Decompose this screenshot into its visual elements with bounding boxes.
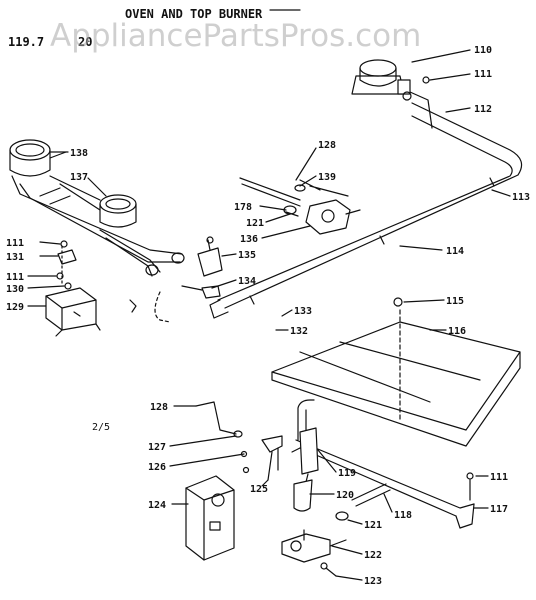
nut-121-upper <box>283 205 299 217</box>
callout-134: 134 <box>238 276 256 287</box>
dashed-lead-left <box>154 291 171 323</box>
callout-111-top: 111 <box>474 69 492 80</box>
callout-126: 126 <box>148 462 166 473</box>
callout-116: 116 <box>448 326 466 337</box>
oven-valve-136 <box>305 199 361 235</box>
burner-tubes <box>11 175 185 277</box>
callout-111-left-b: 111 <box>6 272 24 283</box>
callout-128-lower: 128 <box>150 402 168 413</box>
callout-121-lower: 121 <box>364 520 382 531</box>
callout-132: 132 <box>290 326 308 337</box>
callout-178: 178 <box>234 202 252 213</box>
callout-122: 122 <box>364 550 382 561</box>
callout-118: 118 <box>394 510 412 521</box>
callout-111-right: 111 <box>490 472 508 483</box>
model-suffix: 20 <box>78 35 92 49</box>
callout-121-upper: 121 <box>246 218 264 229</box>
rod-128 <box>195 401 243 438</box>
callout-111-left-a: 111 <box>6 238 24 249</box>
callout-115: 115 <box>446 296 464 307</box>
nut-121-lower <box>335 511 349 521</box>
tube-128 <box>239 177 349 207</box>
flame-spreader-120 <box>293 479 313 512</box>
callout-138: 138 <box>70 148 88 159</box>
callout-110: 110 <box>474 45 492 56</box>
screws-left <box>56 240 72 290</box>
callout-139: 139 <box>318 172 336 183</box>
callout-120: 120 <box>336 490 354 501</box>
callout-125: 125 <box>250 484 268 495</box>
switch-135 <box>197 236 223 277</box>
fitting-139 <box>294 184 306 192</box>
burner-bracket-129 <box>45 287 101 337</box>
valve-122 <box>281 529 347 563</box>
screw-123 <box>320 562 337 577</box>
callout-128-upper: 128 <box>318 140 336 151</box>
callout-119: 119 <box>338 468 356 479</box>
wire-clip <box>129 299 137 313</box>
pressure-regulator <box>351 59 412 101</box>
clip-131 <box>57 249 77 265</box>
watermark: AppliancePartsPros.com <box>50 18 421 54</box>
model-number: 119.7 <box>8 35 44 49</box>
bracket-124 <box>185 475 235 561</box>
diagram-title: OVEN AND TOP BURNER <box>125 7 263 21</box>
callout-114: 114 <box>446 246 464 257</box>
screw-111-top <box>422 73 471 84</box>
rear-burner-138 <box>9 139 67 177</box>
screw-111-right <box>466 472 474 501</box>
oven-burner-baffle-116 <box>271 309 521 447</box>
bracket-134 <box>181 285 221 299</box>
callout-135: 135 <box>238 250 256 261</box>
callout-136: 136 <box>240 234 258 245</box>
page-mark: 2/5 <box>92 422 110 433</box>
callout-124: 124 <box>148 500 166 511</box>
callout-133: 133 <box>294 306 312 317</box>
callout-127: 127 <box>148 442 166 453</box>
screw-115 <box>393 297 403 307</box>
callout-129: 129 <box>6 302 24 313</box>
callout-117: 117 <box>490 504 508 515</box>
front-burner-137 <box>99 194 137 228</box>
callout-123: 123 <box>364 576 382 587</box>
igniter-119 <box>299 427 319 483</box>
callout-130: 130 <box>6 284 24 295</box>
callout-137: 137 <box>70 172 88 183</box>
manifold-pipe <box>209 91 523 319</box>
tube-118 <box>351 483 391 507</box>
callout-112: 112 <box>474 104 492 115</box>
callout-113: 113 <box>512 192 530 203</box>
leader-lines <box>27 49 511 581</box>
bracket-125 <box>261 435 283 481</box>
callout-131: 131 <box>6 252 24 263</box>
